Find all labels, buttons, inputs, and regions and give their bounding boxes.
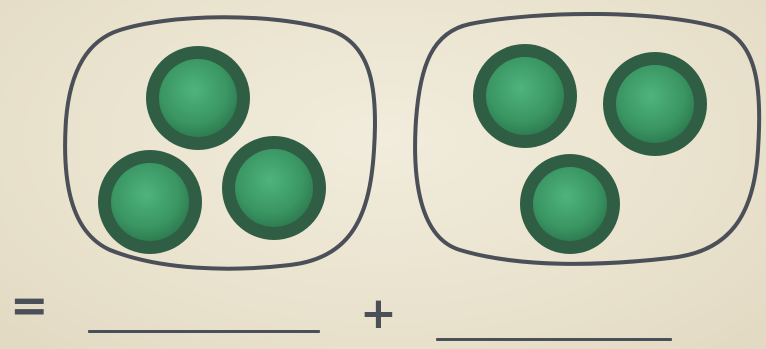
answer-blank-second[interactable] <box>436 338 672 341</box>
counter <box>520 154 620 254</box>
counter <box>98 150 202 254</box>
counter <box>473 44 577 148</box>
counter <box>146 46 250 150</box>
counter <box>603 52 707 156</box>
equals-sign: = <box>10 282 49 328</box>
plus-sign: + <box>360 292 397 336</box>
answer-blank-first[interactable] <box>88 330 320 333</box>
counter <box>222 136 326 240</box>
